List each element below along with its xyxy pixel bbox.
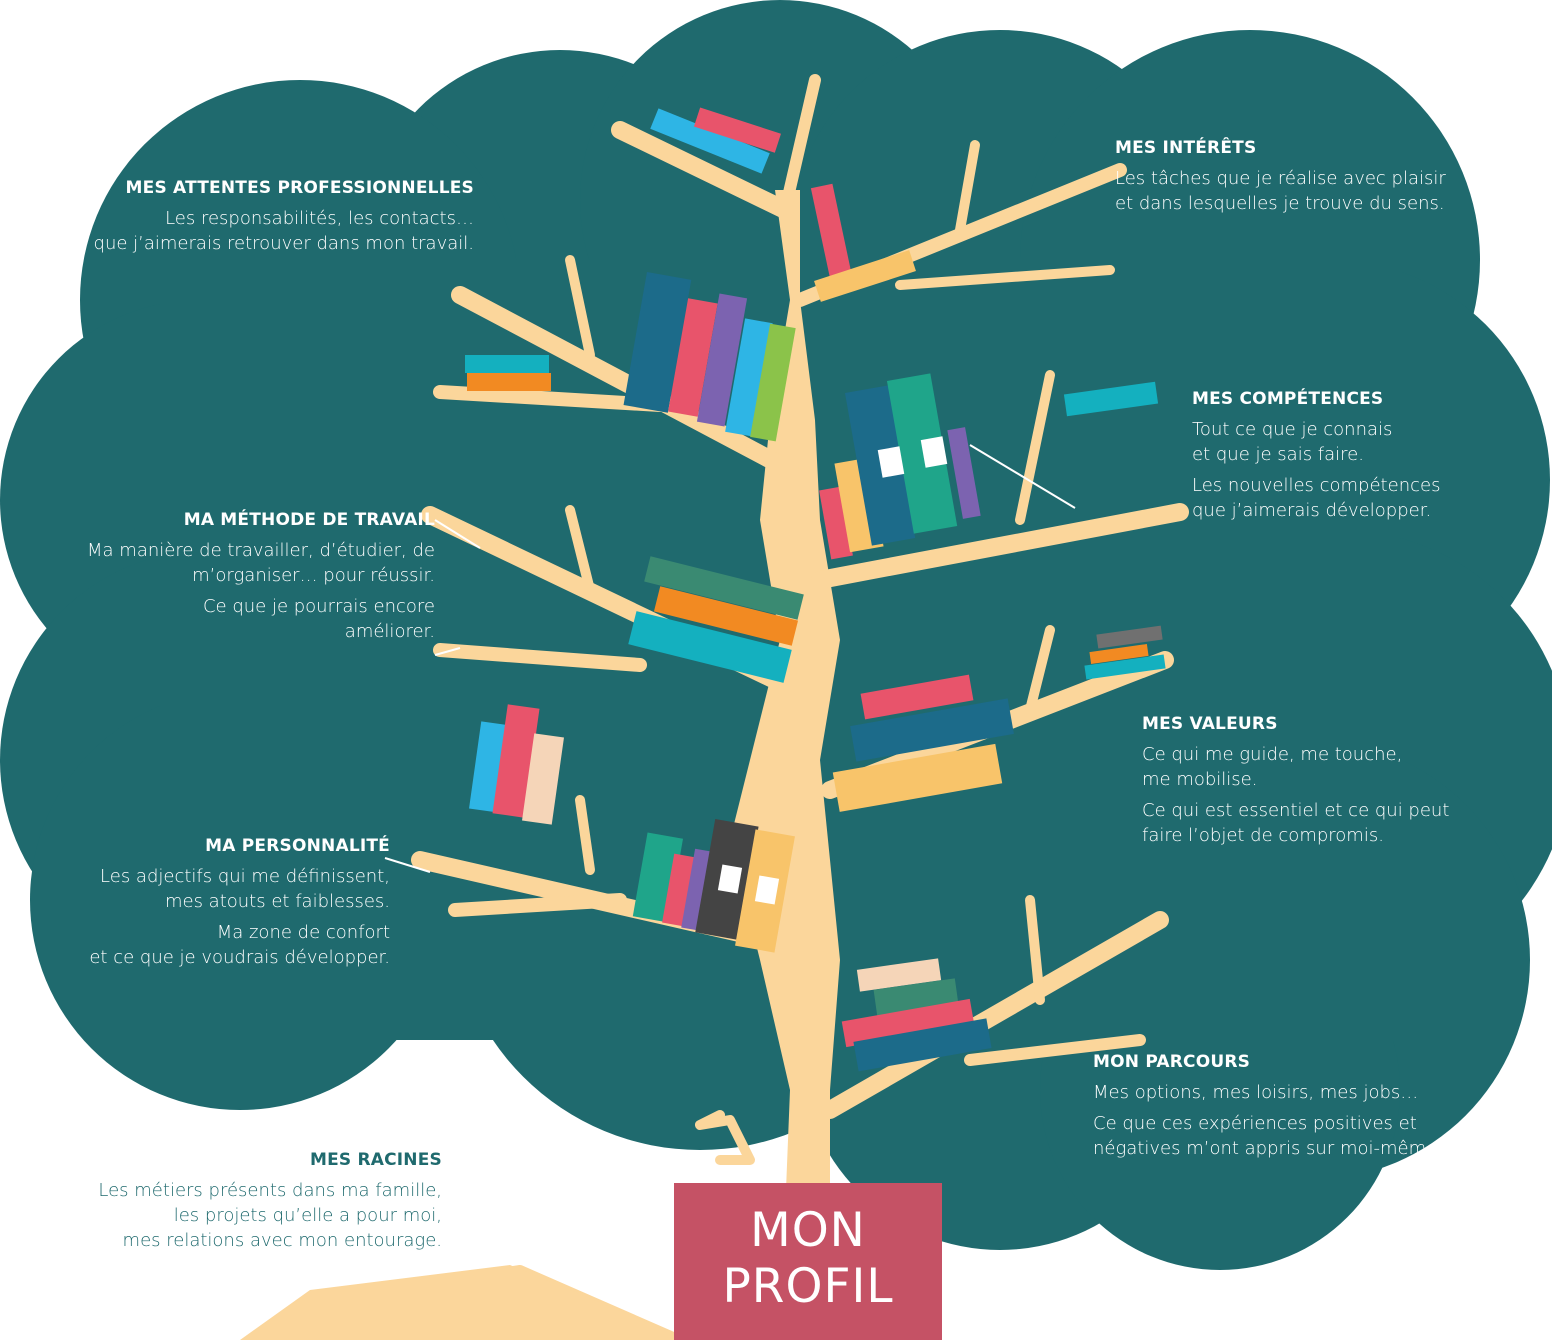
line: et dans lesquelles je trouve du sens. [1115, 193, 1445, 214]
title-competences: MES COMPÉTENCES [1192, 389, 1384, 409]
leader-lines [384, 444, 1076, 873]
line: mes relations avec mon entourage. [122, 1230, 442, 1251]
line: Ce qui est essentiel et ce qui peut [1142, 800, 1450, 821]
title-racines: MES RACINES [309, 1150, 442, 1170]
line: Tout ce que je connais [1192, 419, 1393, 440]
profile-line-2: PROFIL [722, 1259, 894, 1314]
line: Les responsabilités, les contacts… [165, 208, 474, 229]
line: améliorer. [344, 621, 435, 642]
line: Mes options, mes loisirs, mes jobs… [1093, 1082, 1419, 1103]
block-parcours: MON PARCOURS Mes options, mes loisirs, m… [1093, 1052, 1523, 1167]
title-interets: MES INTÉRÊTS [1115, 138, 1257, 158]
line: Ce que je pourrais encore [202, 596, 435, 617]
root-shape [240, 1265, 690, 1340]
title-attentes: MES ATTENTES PROFESSIONNELLES [125, 178, 474, 198]
cloud-background [0, 0, 1552, 1270]
block-competences: MES COMPÉTENCES Tout ce que je connais e… [1192, 389, 1522, 529]
block-interets: MES INTÉRÊTS Les tâches que je réalise a… [1115, 138, 1515, 222]
books [465, 107, 1166, 1072]
trunk [730, 190, 840, 1340]
title-parcours: MON PARCOURS [1093, 1052, 1251, 1072]
title-valeurs: MES VALEURS [1142, 714, 1278, 734]
line: m’organiser… pour réussir. [192, 565, 435, 586]
title-methode: MA MÉTHODE DE TRAVAIL [183, 510, 435, 530]
profile-line-1: MON [750, 1203, 866, 1258]
block-attentes: MES ATTENTES PROFESSIONNELLES Les respon… [40, 178, 474, 262]
line: Ce qui me guide, me touche, [1142, 744, 1403, 765]
block-methode: MA MÉTHODE DE TRAVAIL Ma manière de trav… [30, 510, 435, 650]
line: mes atouts et faiblesses. [164, 891, 390, 912]
block-racines: MES RACINES Les métiers présents dans ma… [40, 1150, 442, 1259]
line: et que je sais faire. [1192, 444, 1364, 465]
block-valeurs: MES VALEURS Ce qui me guide, me touche, … [1142, 714, 1532, 854]
line: que j’aimerais retrouver dans mon travai… [93, 233, 474, 254]
title-personnalite: MA PERSONNALITÉ [205, 836, 390, 856]
line: négatives m’ont appris sur moi-même. [1093, 1138, 1443, 1159]
line: que j’aimerais développer. [1192, 500, 1432, 521]
line: Ma zone de confort [216, 922, 390, 943]
profile-box: MON PROFIL [674, 1183, 942, 1340]
line: Les tâches que je réalise avec plaisir [1115, 168, 1446, 189]
line: les projets qu’elle a pour moi, [173, 1205, 442, 1226]
line: Les adjectifs qui me définissent, [100, 866, 390, 887]
line: et ce que je voudrais développer. [89, 947, 390, 968]
line: faire l’objet de compromis. [1142, 825, 1384, 846]
line: Les métiers présents dans ma famille, [98, 1180, 442, 1201]
line: Ma manière de travailler, d’étudier, de [87, 540, 435, 561]
block-personnalite: MA PERSONNALITÉ Les adjectifs qui me déf… [20, 836, 390, 976]
line: Les nouvelles compétences [1192, 475, 1441, 496]
line: me mobilise. [1142, 769, 1258, 790]
line: Ce que ces expériences positives et [1093, 1113, 1417, 1134]
